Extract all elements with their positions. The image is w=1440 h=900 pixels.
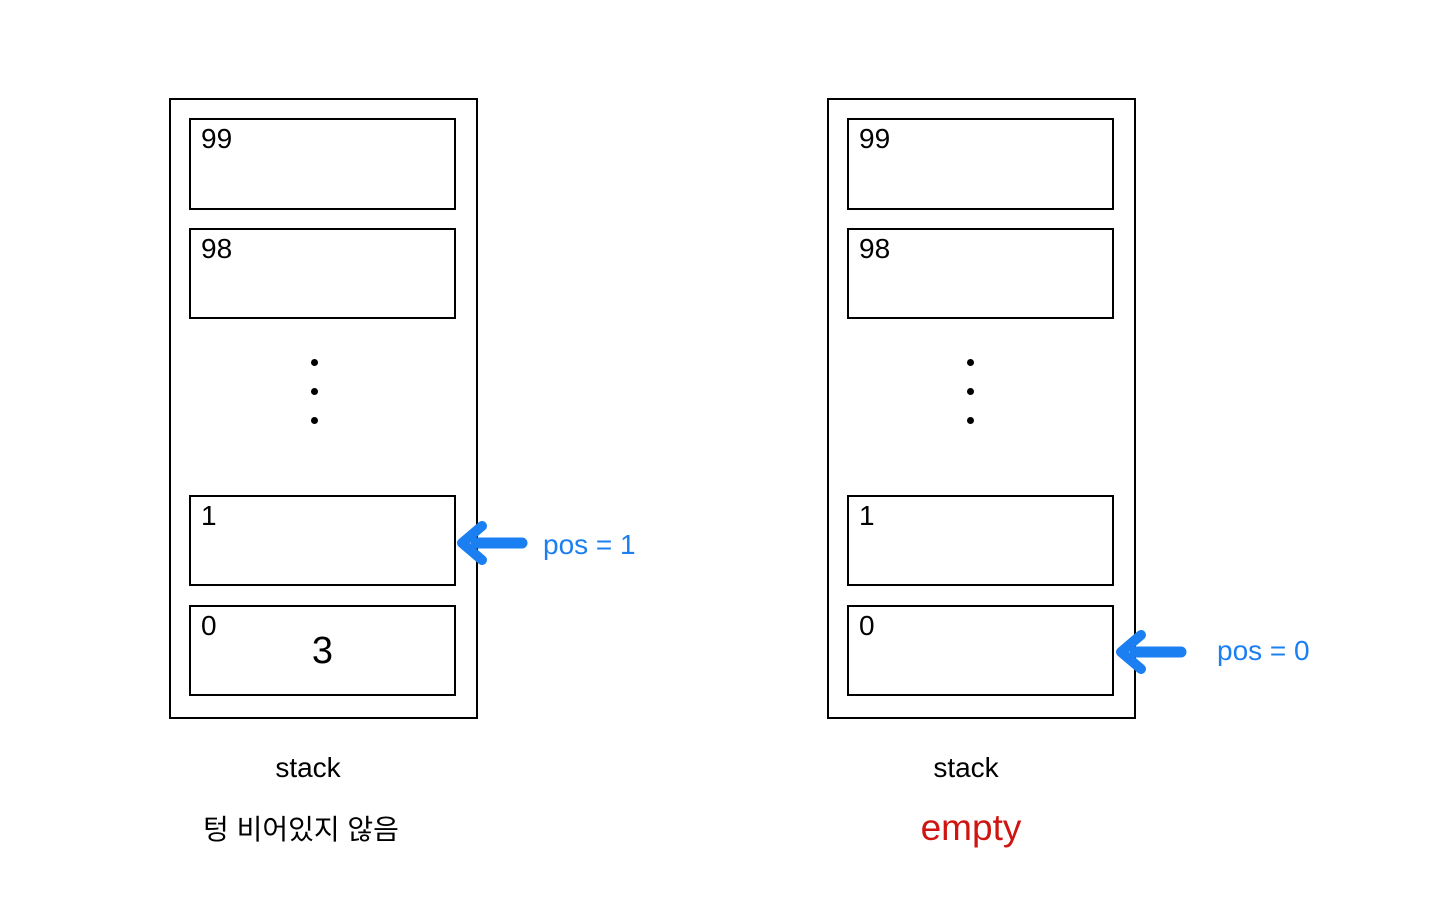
slot-index-label: 98 <box>859 233 891 264</box>
stack-slot-98: 98 <box>847 228 1114 319</box>
slot-index-label: 0 <box>859 610 875 641</box>
pos-arrow-icon <box>1115 630 1187 674</box>
slot-value: 3 <box>311 629 334 672</box>
dot <box>967 417 974 424</box>
dot <box>311 359 318 366</box>
stack-status-text: 텅 비어있지 않음 <box>203 814 399 845</box>
ellipsis-icon <box>311 359 318 424</box>
dot <box>967 359 974 366</box>
stack-slot-98: 98 <box>189 228 456 319</box>
stack-status-text: empty <box>920 807 1022 848</box>
pos-pointer-label: pos = 1 <box>543 529 636 560</box>
stack-slot-1: 1 <box>189 495 456 586</box>
ellipsis-icon <box>967 359 974 424</box>
slot-index-label: 99 <box>859 123 891 154</box>
stack-caption: stack <box>275 752 341 783</box>
slot-index-label: 0 <box>201 610 217 641</box>
stack-slot-99: 99 <box>189 118 456 210</box>
pos-pointer-label: pos = 0 <box>1217 635 1310 666</box>
stack-slot-0: 0 3 <box>189 605 456 696</box>
dot <box>967 388 974 395</box>
dot <box>311 417 318 424</box>
slot-index-label: 99 <box>201 123 233 154</box>
pos-arrow-icon <box>456 521 528 565</box>
slot-index-label: 98 <box>201 233 233 264</box>
slot-index-label: 1 <box>859 500 875 531</box>
stack-slot-1: 1 <box>847 495 1114 586</box>
slot-index-label: 1 <box>201 500 217 531</box>
stack-slot-99: 99 <box>847 118 1114 210</box>
dot <box>311 388 318 395</box>
stack-slot-0: 0 <box>847 605 1114 696</box>
stack-caption: stack <box>933 752 999 783</box>
